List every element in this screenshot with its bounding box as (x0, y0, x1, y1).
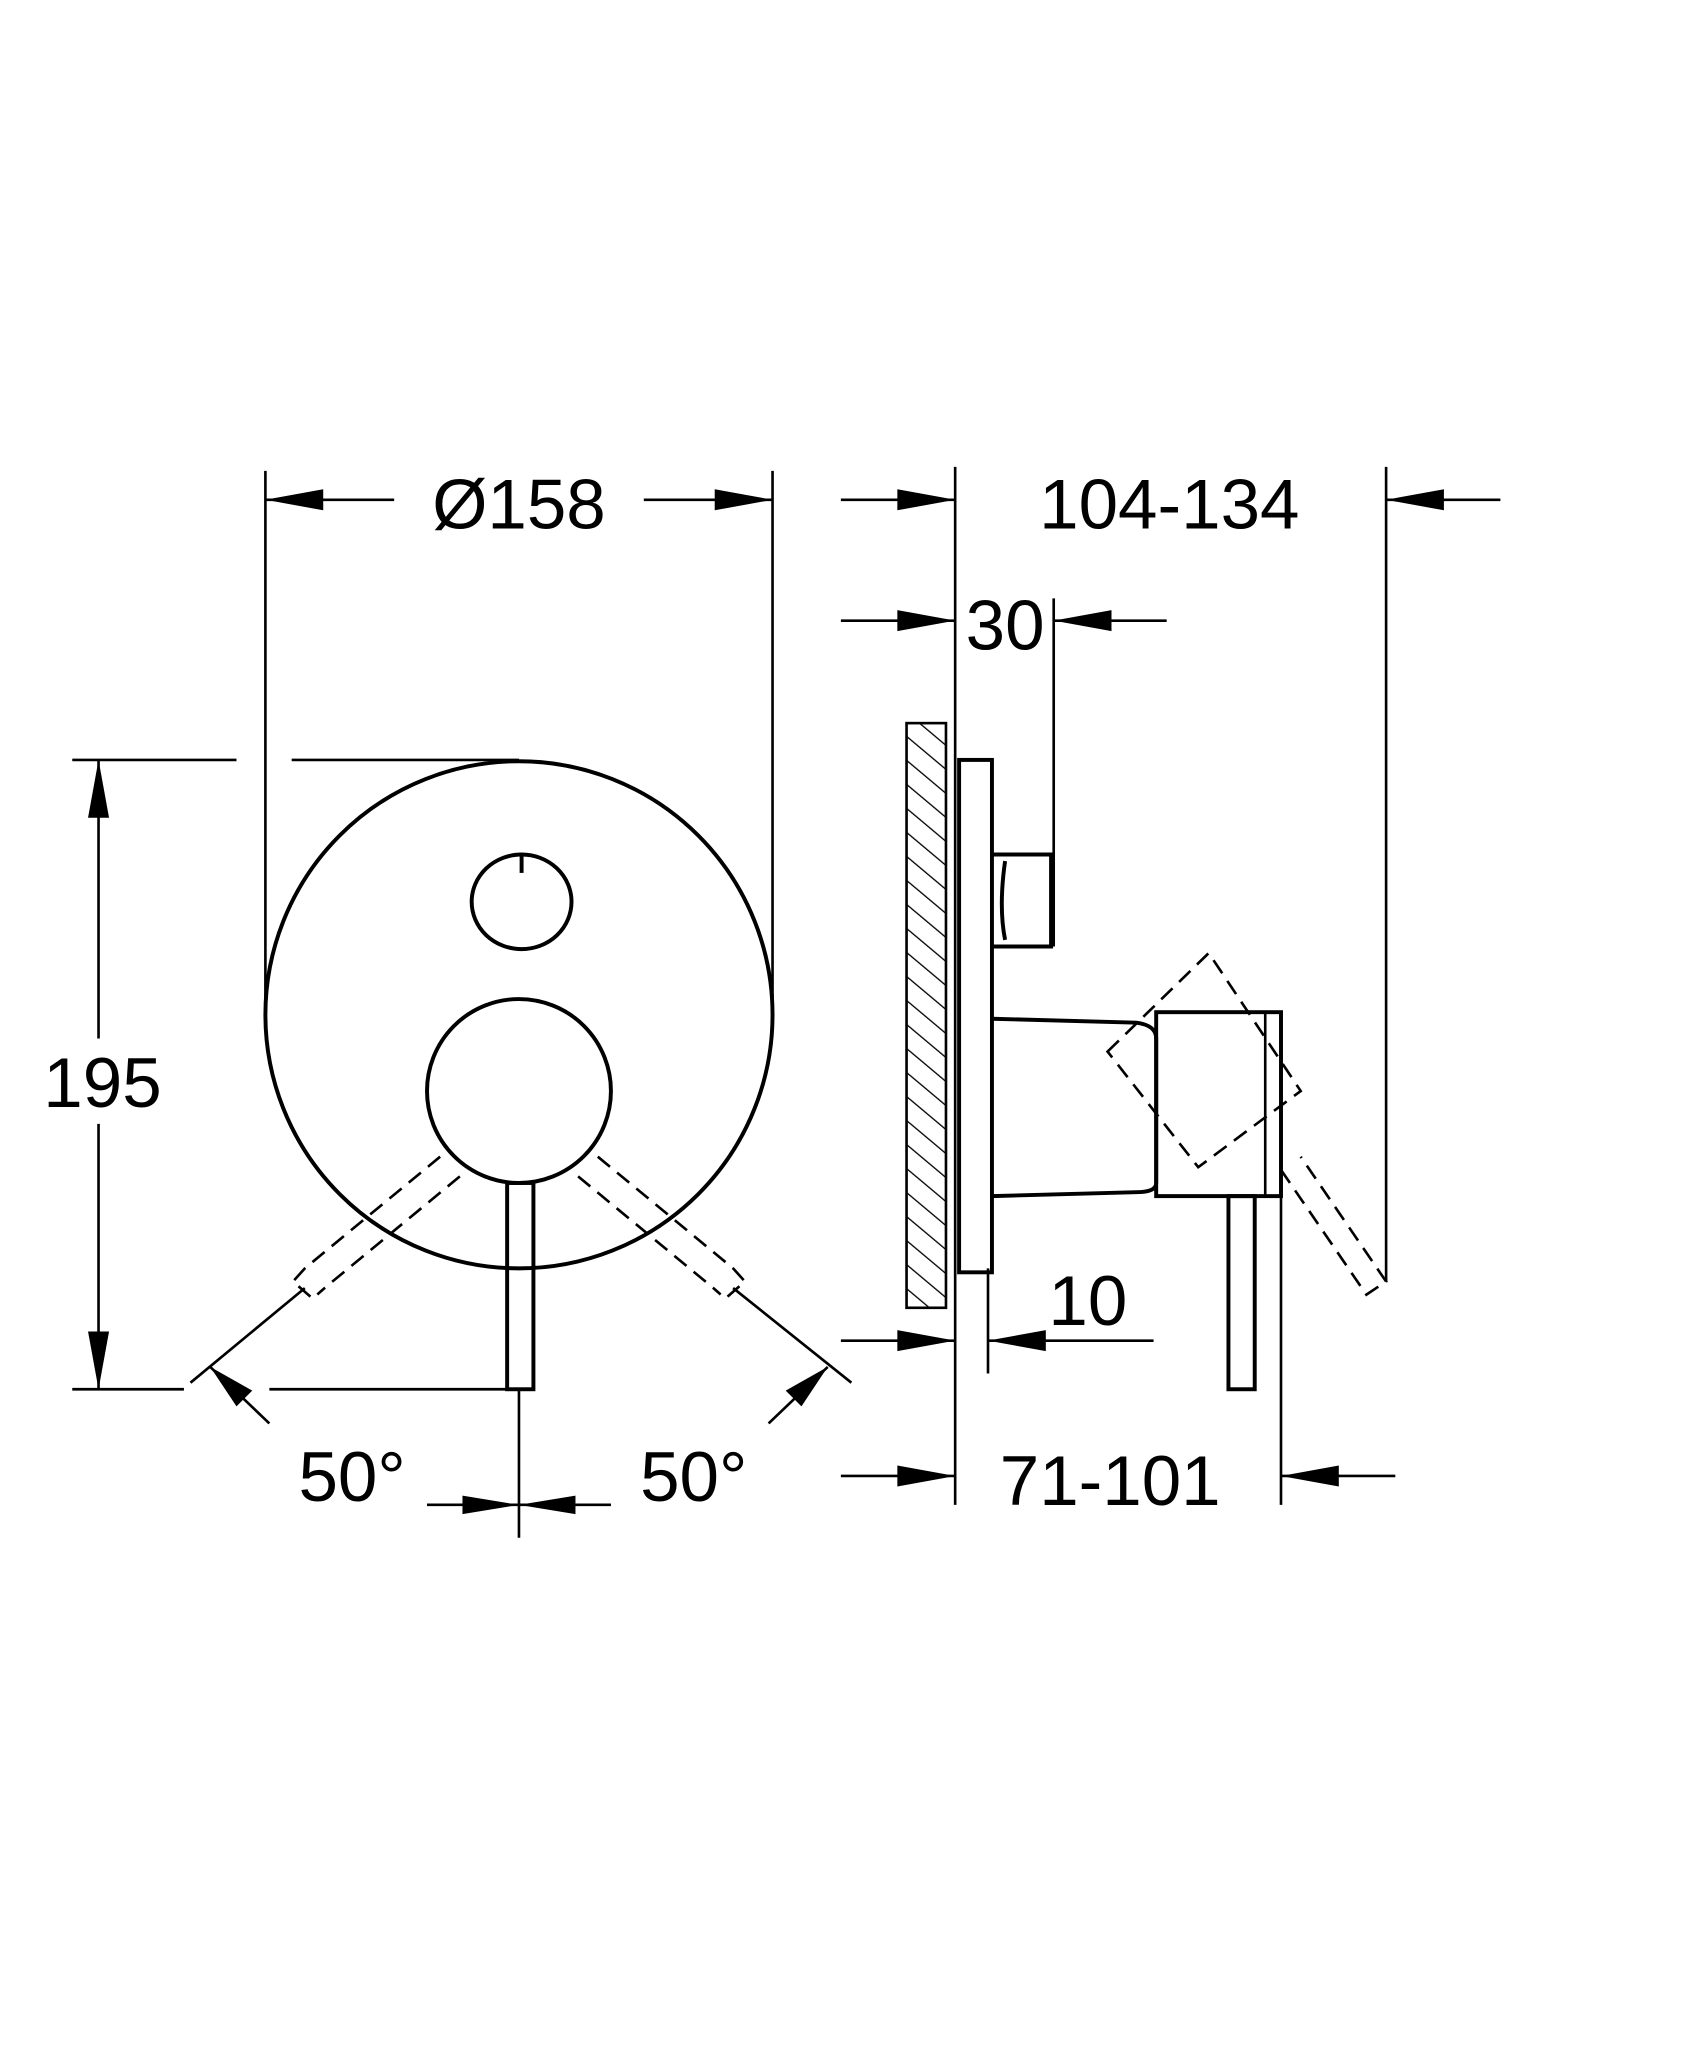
cover-plate (263, 759, 775, 1271)
dimension-plate-offset: 10 (840, 1262, 1154, 1374)
plate-offset-label: 10 (1048, 1262, 1127, 1341)
dimension-depth-handle: 71-101 (840, 1196, 1396, 1521)
angle-right-label: 50° (640, 1438, 747, 1517)
diverter-side (991, 852, 1054, 949)
dimension-depth-total: 104-134 (840, 466, 1501, 1505)
lever (505, 1181, 536, 1392)
dimension-height: 195 (43, 758, 519, 1391)
depth-total-label: 104-134 (1039, 466, 1299, 545)
angle-left-label: 50° (298, 1438, 405, 1517)
diverter-knob (469, 852, 574, 952)
lever-side-rotated (1105, 951, 1388, 1297)
front-view: Ø158 195 50° 50° (43, 466, 853, 1538)
depth-handle-label: 71-101 (1000, 1442, 1221, 1521)
lever-side (1226, 1194, 1257, 1392)
height-label: 195 (43, 1044, 161, 1123)
lever-rotated-right (577, 1155, 747, 1301)
depth-box-label: 30 (966, 587, 1045, 666)
dimension-angles: 50° 50° (189, 1287, 853, 1538)
handle-hub (425, 997, 613, 1185)
lever-rotated-left (291, 1155, 461, 1301)
dimension-depth-box: 30 (840, 587, 1167, 947)
side-view: 104-134 30 10 71-101 (840, 466, 1501, 1521)
cover-plate-side (957, 757, 994, 1275)
handle-body (991, 1016, 1159, 1199)
dimension-diameter: Ø158 (264, 466, 774, 1013)
diameter-label: Ø158 (432, 466, 606, 545)
handle-cap (1154, 1010, 1283, 1199)
wall-section (905, 721, 948, 1310)
